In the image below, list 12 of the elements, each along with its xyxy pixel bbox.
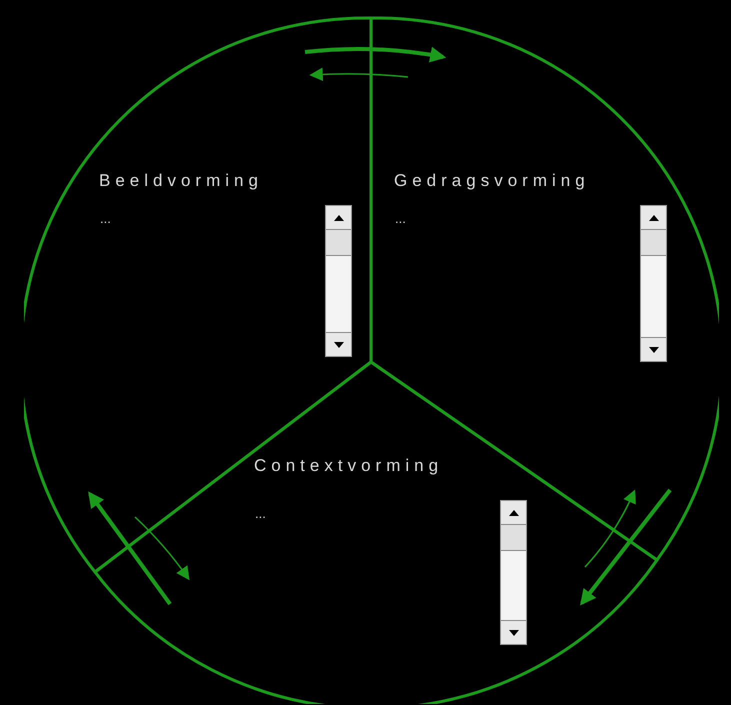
- sector-title: Beeldvorming: [99, 170, 263, 192]
- text-content: ...: [100, 210, 111, 228]
- text-content: ...: [255, 505, 266, 523]
- arrow: [88, 491, 172, 606]
- sector-title: Gedragsvorming: [394, 170, 590, 192]
- arrow: [134, 516, 190, 580]
- arrow: [584, 490, 636, 568]
- text-content: ...: [395, 210, 406, 228]
- arrow: [309, 68, 408, 82]
- sector-title: Contextvorming: [254, 455, 444, 477]
- arrow: [580, 488, 672, 606]
- arrow: [304, 46, 446, 63]
